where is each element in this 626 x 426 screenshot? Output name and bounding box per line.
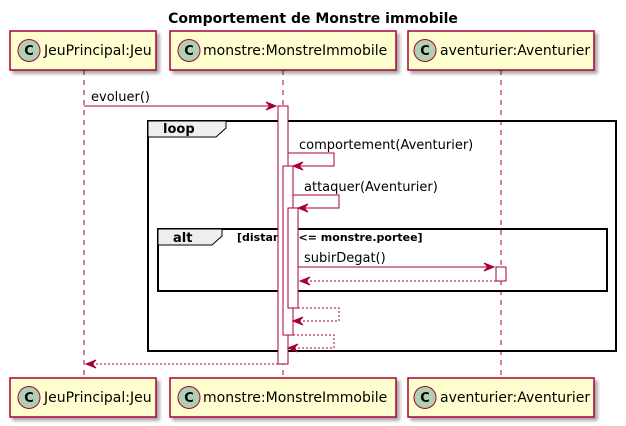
class-icon [413,386,437,409]
activation-aventurier-subirdegat [495,266,507,282]
participant-label: aventurier:Aventurier [440,43,590,59]
participant-jeu-top: C JeuPrincipal:Jeu [9,30,157,71]
diagram-title: Comportement de Monstre immobile [168,11,458,27]
alt-guard: [distance <= monstre.portee] [237,231,423,244]
participant-label: JeuPrincipal:Jeu [43,43,152,59]
class-icon-letter: C [420,391,430,406]
message-evoluer: evoluer() [84,90,278,111]
message-evoluer-label: evoluer() [91,90,150,105]
participant-label: JeuPrincipal:Jeu [43,390,152,406]
class-icon-letter: C [184,44,194,59]
return-attaquer [291,307,340,326]
participant-label: monstre:MonstreImmobile [203,43,387,59]
message-subirdegat: subirDegat() [298,251,496,272]
message-attaquer: attaquer(Aventurier) [293,180,438,213]
alt-label: alt [173,231,192,246]
message-attaquer-label: attaquer(Aventurier) [304,180,438,195]
message-comportement: comportement(Aventurier) [288,138,473,171]
participant-aventurier-bottom: C aventurier:Aventurier [407,377,595,418]
participant-label: monstre:MonstreImmobile [203,390,387,406]
class-icon-letter: C [24,44,34,59]
participant-aventurier-top: C aventurier:Aventurier [407,30,595,71]
class-icon [17,39,41,62]
participant-monstre-top: C monstre:MonstreImmobile [169,30,397,71]
loop-label: loop [163,122,195,137]
return-evoluer [84,359,278,369]
class-icon [413,39,437,62]
message-comportement-label: comportement(Aventurier) [299,138,473,153]
return-comportement [286,334,335,353]
participant-label: aventurier:Aventurier [440,390,590,406]
activation-monstre-attaquer [287,207,299,309]
class-icon-letter: C [24,391,34,406]
class-icon [177,386,201,409]
return-subirdegat [298,276,496,286]
class-icon-letter: C [420,44,430,59]
class-icon-letter: C [184,391,194,406]
message-subirdegat-label: subirDegat() [304,251,386,266]
loop-fragment: loop [147,120,617,352]
participant-monstre-bottom: C monstre:MonstreImmobile [169,377,397,418]
participant-jeu-bottom: C JeuPrincipal:Jeu [9,377,157,418]
class-icon [17,386,41,409]
class-icon [177,39,201,62]
